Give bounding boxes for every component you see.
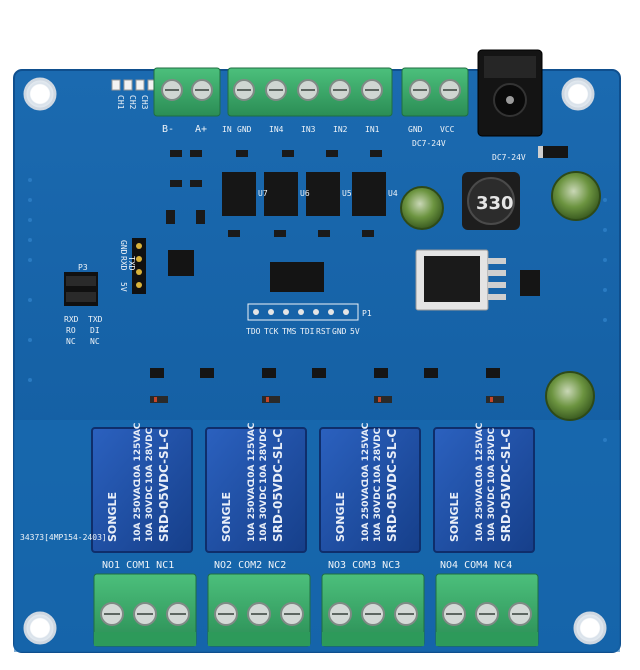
relay-4-spec-a: 10A 250VAC (475, 480, 485, 542)
opto-ref-u5: U5 (342, 189, 352, 198)
optocouplers: U7 U6 U5 U4 (222, 172, 398, 216)
diode-d6 (538, 146, 568, 158)
relay-1-brand: SONGLE (106, 492, 119, 542)
relay-1-spec-c: 10A 30VDC (145, 485, 155, 542)
terminal-block-power[interactable]: B- A+ (153, 67, 221, 135)
pcb-code: 34373[4MP154-2403] (20, 533, 107, 542)
relay-4-spec-b: 10A 125VAC (475, 422, 485, 484)
relay-3-terminal-labels: NO3 COM3 NC3 (328, 560, 400, 571)
jtag-label-tms: TMS (282, 327, 297, 336)
jtag-ref: P1 (362, 309, 372, 318)
relay-1-model: SRD-05VDC-SL-C (157, 429, 171, 542)
jumper-p3[interactable]: P3 RXD TXD RO DI NC NC (64, 263, 103, 346)
vias (28, 178, 607, 442)
label-in-extra: IN (222, 125, 232, 134)
relay-3-brand: SONGLE (334, 492, 347, 542)
relay-2-spec-b: 10A 125VAC (247, 422, 257, 484)
jumper-row1-right: TXD (88, 315, 103, 324)
opto-ref-u7: U7 (258, 189, 268, 198)
label-input-gnd: GND (237, 125, 252, 134)
jumper-row2-left: RO (66, 326, 76, 335)
programming-header[interactable]: GND RXD TXD 5V (119, 238, 146, 294)
led-label-ch2: CH2 (128, 95, 137, 110)
inductor-marking: 330 (476, 193, 514, 214)
relay-2-brand: SONGLE (220, 492, 233, 542)
mounting-holes (23, 77, 607, 645)
relay-2-terminal-labels: NO2 COM2 NC2 (214, 560, 286, 571)
relay-4: SONGLE 10A 250VAC 10A 125VAC 10A 30VDC 1… (433, 422, 535, 553)
output-terminal-4[interactable] (435, 573, 539, 647)
led-label-ch1: CH1 (116, 95, 125, 110)
terminal-block-vcc[interactable]: GND VCC DC7-24V (401, 67, 469, 148)
relay-1: SONGLE 10A 250VAC 10A 125VAC 10A 30VDC 1… (91, 422, 193, 553)
label-dc-range-2: DC7-24V (492, 153, 526, 162)
relay-4-terminal-labels: NO4 COM4 NC4 (440, 560, 512, 571)
jtag-label-rst: RST (316, 327, 331, 336)
relay-3-spec-b: 10A 125VAC (361, 422, 371, 484)
relay-3-model: SRD-05VDC-SL-C (385, 429, 399, 542)
relay-2-model: SRD-05VDC-SL-C (271, 429, 285, 542)
jumper-ref: P3 (78, 263, 88, 272)
label-dc-range: DC7-24V (412, 139, 446, 148)
capacitors (400, 171, 601, 421)
relay-4-brand: SONGLE (448, 492, 461, 542)
jtag-label-tdo: TDO (246, 327, 261, 336)
jtag-label-tdi: TDI (300, 327, 315, 336)
relay-2-spec-a: 10A 250VAC (247, 480, 257, 542)
label-vcc-gnd: GND (408, 125, 423, 134)
prog-label-5v: 5V (119, 282, 128, 292)
prog-label-gnd: GND (119, 240, 128, 255)
output-terminal-1[interactable] (93, 573, 197, 647)
label-a-plus: A+ (195, 124, 207, 135)
microcontroller (168, 250, 324, 292)
jtag-header[interactable]: P1 TDO TCK TMS TDI RST GND 5V (246, 303, 372, 336)
inductor-330: 330 (462, 172, 520, 230)
jumper-row3-right: NC (90, 337, 100, 346)
smd-components (166, 150, 382, 237)
label-input-in3: IN3 (301, 125, 316, 134)
dc-barrel-jack[interactable] (477, 49, 543, 137)
relay-3: SONGLE 10A 250VAC 10A 125VAC 10A 30VDC 1… (319, 422, 421, 553)
prog-label-rxd: RXD (119, 256, 128, 271)
jtag-label-gnd: GND (332, 327, 347, 336)
output-terminal-2[interactable] (207, 573, 311, 647)
opto-ref-u6: U6 (300, 189, 310, 198)
jumper-row2-right: DI (90, 326, 100, 335)
label-input-in1: IN1 (365, 125, 380, 134)
relay-3-spec-d: 10A 28VDC (373, 427, 383, 484)
jumper-row3-left: NC (66, 337, 76, 346)
jtag-label-5v: 5V (350, 327, 360, 336)
led-label-ch3: CH3 (140, 95, 149, 110)
relay-1-spec-b: 10A 125VAC (133, 422, 143, 484)
relay-1-spec-a: 10A 250VAC (133, 480, 143, 542)
label-input-in4: IN4 (269, 125, 284, 134)
driver-leds (154, 397, 493, 402)
relay-4-spec-c: 10A 30VDC (487, 485, 497, 542)
relay-2: SONGLE 10A 250VAC 10A 125VAC 10A 30VDC 1… (205, 422, 307, 553)
relay-1-spec-d: 10A 28VDC (145, 427, 155, 484)
voltage-regulator (415, 249, 540, 311)
relay-4-spec-d: 10A 28VDC (487, 427, 497, 484)
driver-transistors (150, 368, 504, 403)
relay-2-spec-c: 10A 30VDC (259, 485, 269, 542)
opto-ref-u4: U4 (388, 189, 398, 198)
relay-3-spec-a: 10A 250VAC (361, 480, 371, 542)
prog-label-txd: TXD (127, 256, 136, 271)
relay-4-model: SRD-05VDC-SL-C (499, 429, 513, 542)
relay-3-spec-c: 10A 30VDC (373, 485, 383, 542)
label-vcc: VCC (440, 125, 455, 134)
relay-2-spec-d: 10A 28VDC (259, 427, 269, 484)
terminal-block-inputs[interactable]: IN GND IN4 IN3 IN2 IN1 (222, 67, 393, 134)
output-terminal-3[interactable] (321, 573, 425, 647)
label-input-in2: IN2 (333, 125, 348, 134)
jtag-label-tck: TCK (264, 327, 279, 336)
relay-1-terminal-labels: NO1 COM1 NC1 (102, 560, 174, 571)
jumper-row1-left: RXD (64, 315, 79, 324)
label-b-minus: B- (162, 124, 174, 135)
